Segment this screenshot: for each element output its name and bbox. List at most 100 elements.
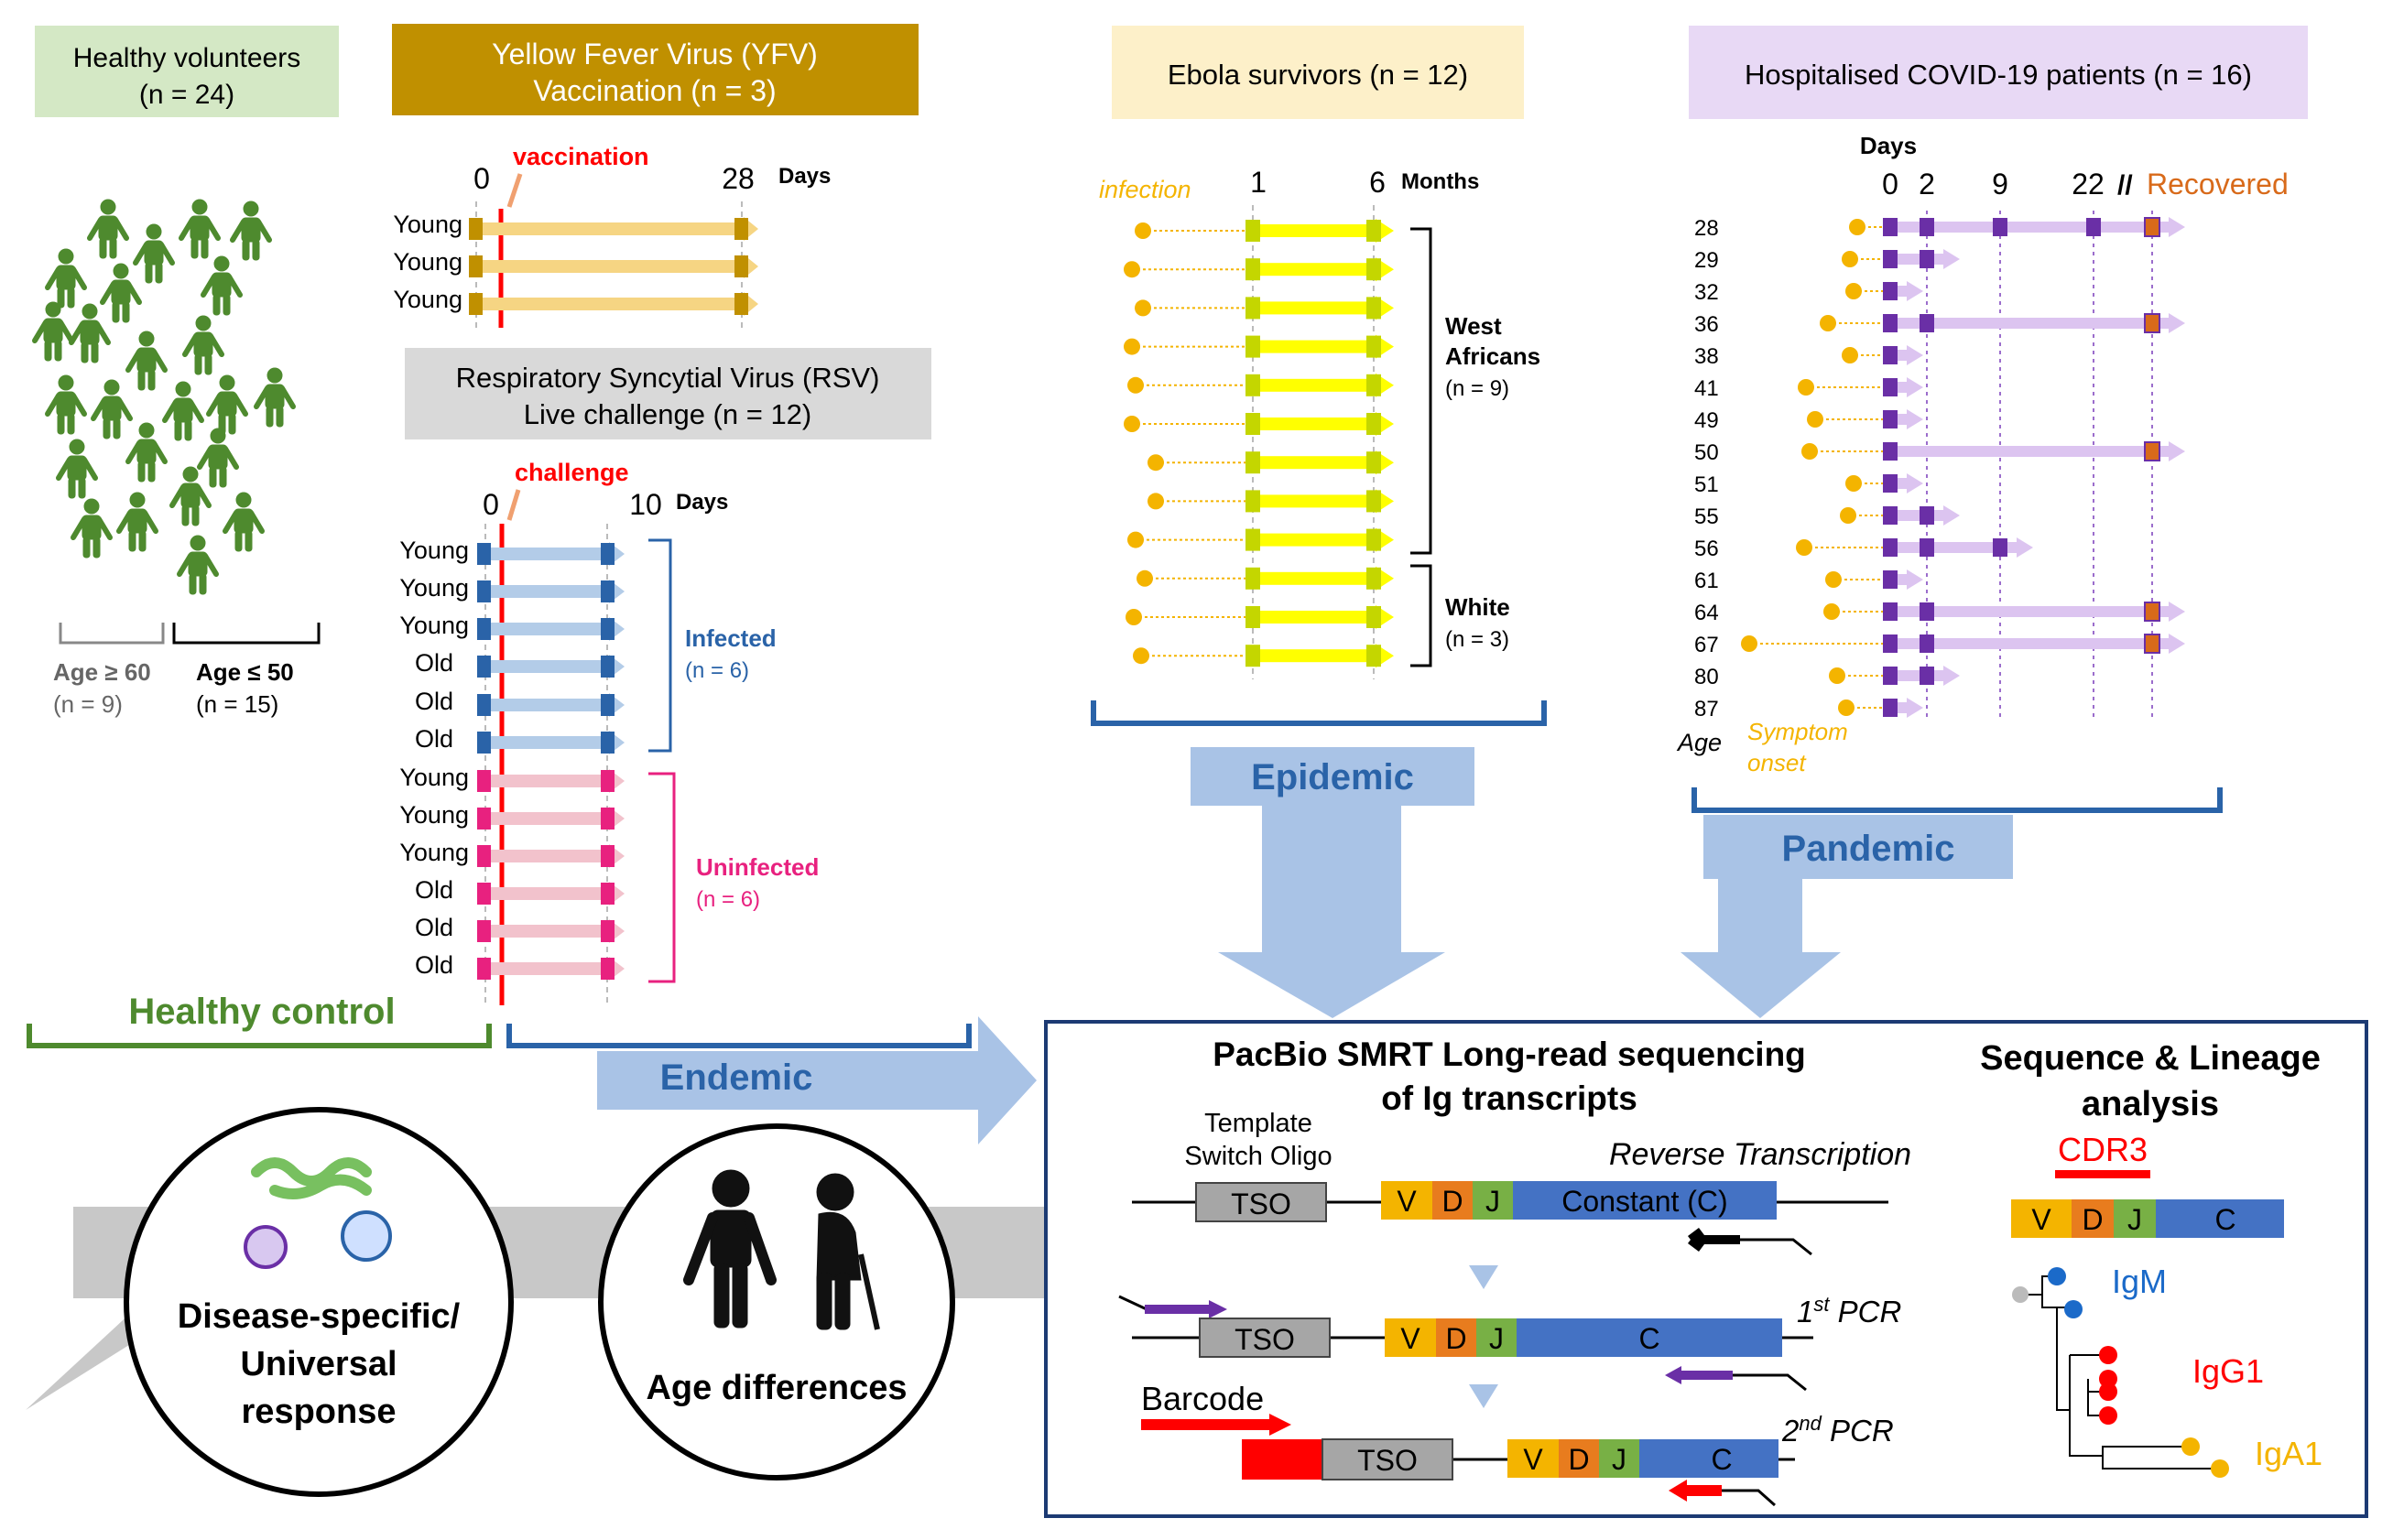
disease-line3: response — [242, 1393, 397, 1431]
age-differences-label: Age differences — [646, 1369, 907, 1407]
covid-age: 87 — [1694, 697, 1719, 721]
rsv-row: Young — [399, 801, 625, 830]
covid-row: 55 — [1694, 504, 1960, 529]
disease-line1: Disease-specific/ — [178, 1297, 461, 1336]
rsv-row: Old — [415, 951, 625, 981]
iga1-label: IgA1 — [2255, 1435, 2322, 1472]
elderly-person-icon — [683, 1169, 880, 1330]
ebola-title-box — [1112, 26, 1524, 119]
cdr3-bar — [2055, 1170, 2150, 1178]
symptom-onset-line1: Symptom — [1747, 718, 1848, 745]
timepoint-marker — [1366, 258, 1381, 281]
igg1-label: IgG1 — [2192, 1352, 2264, 1390]
rsv-row-label: Young — [399, 839, 469, 866]
c-segment: C — [1638, 1322, 1659, 1355]
covid-row: 51 — [1694, 472, 1923, 497]
rsv-row-label: Young — [399, 801, 469, 829]
young-age-label: Age ≤ 50 — [196, 658, 294, 686]
covid-row: 61 — [1694, 569, 1923, 593]
endemic-bracket — [506, 1024, 972, 1048]
ebola-row — [1124, 334, 1394, 359]
timepoint-marker — [1366, 220, 1381, 242]
timepoint-marker — [1920, 667, 1934, 685]
white-n: (n = 3) — [1445, 627, 1509, 652]
rsv-row-label: Young — [399, 574, 469, 602]
cdr3-label: CDR3 — [2058, 1131, 2148, 1168]
symptom-onset-line2: onset — [1747, 749, 1807, 776]
age-circle — [598, 1123, 955, 1480]
d-segment: D — [1568, 1443, 1589, 1476]
rsv-row-label: Old — [415, 914, 453, 941]
timepoint-marker — [1245, 645, 1260, 667]
healthy-title-line2: (n = 24) — [139, 80, 234, 110]
covid-day-22: 22 — [2072, 168, 2105, 201]
d-segment: D — [1441, 1185, 1463, 1218]
timepoint-marker — [1366, 645, 1381, 667]
covid-age: 80 — [1694, 665, 1719, 689]
infection-dot — [1133, 647, 1149, 665]
timepoint-marker — [1883, 634, 1898, 653]
pandemic-arrow — [1681, 815, 2013, 1018]
west-africans-line1: West — [1445, 312, 1502, 340]
v-segment: V — [1400, 1322, 1420, 1355]
yfv-row: Young — [393, 286, 758, 316]
rsv-uninfected-rows: Young Young Young Old Old Old — [399, 764, 625, 981]
timepoint-marker — [1883, 410, 1898, 428]
rsv-row-label: Old — [415, 688, 453, 715]
covid-row: 29 — [1694, 248, 1960, 273]
ebola-row — [1127, 373, 1394, 397]
covid-age: 29 — [1694, 248, 1719, 273]
covid-age: 51 — [1694, 472, 1719, 497]
pacbio-title-line2: of Ig transcripts — [1381, 1079, 1637, 1117]
infection-dot — [1137, 569, 1153, 587]
symptom-onset-dot — [1823, 603, 1840, 620]
template-line2: Switch Oligo — [1184, 1142, 1332, 1171]
igg1-node — [2099, 1406, 2117, 1425]
iga1-node — [2181, 1437, 2200, 1456]
rt-construct: TSO V D J Constant (C) — [1132, 1181, 1888, 1256]
rsv-row-label: Young — [399, 764, 469, 791]
down-arrow — [1469, 1384, 1498, 1408]
symptom-onset-dot — [1741, 635, 1757, 652]
epidemic-label: Epidemic — [1251, 757, 1414, 797]
timepoint-marker — [1366, 606, 1381, 628]
timepoint-marker — [1883, 442, 1898, 461]
infection-dot — [1124, 338, 1140, 355]
rsv-row: Young — [399, 612, 625, 641]
symptom-onset-dot — [1825, 571, 1842, 588]
symptom-onset-dot — [1845, 283, 1862, 299]
infection-dot — [1135, 222, 1151, 239]
disease-line2: Universal — [240, 1345, 397, 1383]
rsv-row-label: Old — [415, 951, 453, 979]
old-age-label: Age ≥ 60 — [53, 658, 151, 686]
timepoint-marker — [1245, 567, 1260, 590]
ebola-row — [1127, 527, 1394, 552]
syringe-icon — [506, 173, 523, 208]
covid-day-0: 0 — [1882, 168, 1898, 201]
rsv-challenge-label: challenge — [515, 459, 629, 486]
healthy-control-bracket — [27, 1024, 492, 1048]
covid-row: 80 — [1694, 665, 1960, 689]
timepoint-marker — [1366, 490, 1381, 513]
yfv-vaccination-label: vaccination — [513, 143, 649, 170]
igg1-node — [2099, 1370, 2117, 1388]
pacbio-box — [1044, 1020, 2368, 1518]
old-age-n: (n = 9) — [53, 690, 123, 718]
covid-days-label: Days — [1860, 132, 1917, 159]
timepoint-marker — [1245, 451, 1260, 474]
endemic-label: Endemic — [660, 1057, 813, 1098]
rsv-title-box — [405, 348, 931, 439]
pcr2-label: 2nd PCR — [1781, 1412, 1894, 1448]
covid-age: 61 — [1694, 569, 1719, 593]
j-segment: J — [1485, 1185, 1500, 1218]
covid-age: 50 — [1694, 440, 1719, 465]
covid-age: 38 — [1694, 344, 1719, 369]
timepoint-marker — [1883, 218, 1898, 236]
young-age-n: (n = 15) — [196, 690, 278, 718]
ebola-row — [1126, 605, 1394, 629]
timepoint-marker — [1993, 538, 2007, 557]
infection-dot — [1124, 261, 1140, 278]
timepoint-marker — [1245, 258, 1260, 281]
rsv-row: Young — [399, 574, 625, 603]
root-node — [2012, 1286, 2029, 1303]
